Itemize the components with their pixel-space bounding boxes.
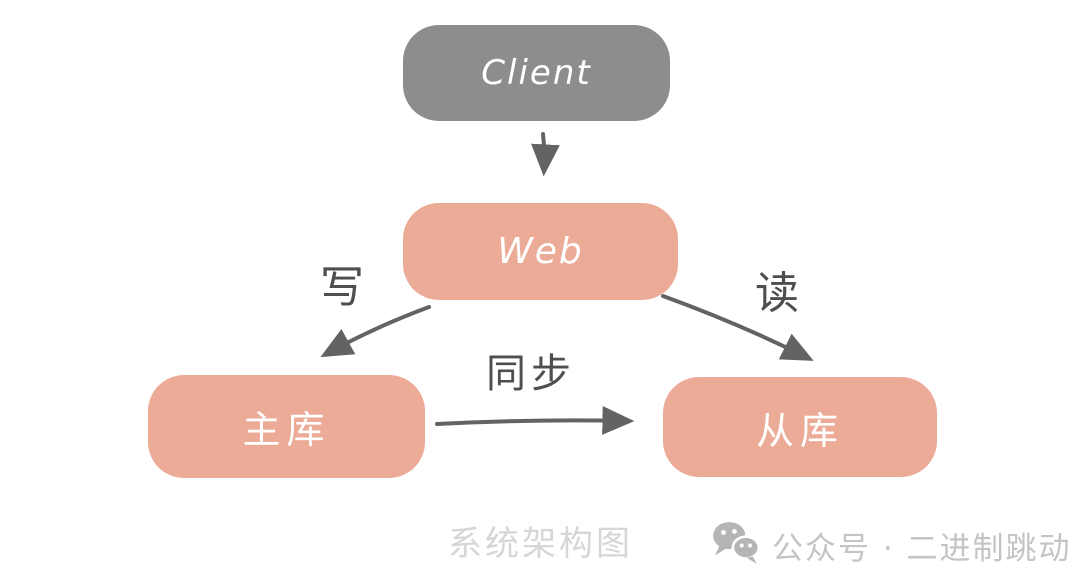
node-client: Client [403, 25, 670, 121]
edge-label-sync: 同步 [486, 351, 576, 397]
node-master-db: 主库 [148, 375, 425, 478]
edge-client-web [531, 132, 560, 177]
node-web-label: Web [497, 231, 584, 272]
edge-web-master [320, 305, 431, 358]
footer-brand: 公众号 · 二进制跳动 [710, 519, 1072, 571]
node-slave-db-label: 从库 [755, 408, 844, 453]
diagram-caption: 系统架构图 [448, 524, 633, 564]
node-slave-db: 从库 [663, 377, 937, 477]
wechat-icon [710, 519, 762, 571]
edge-label-write: 写 [320, 262, 364, 313]
node-client-label: Client [481, 53, 592, 93]
edge-label-read: 读 [755, 268, 799, 319]
node-web: Web [403, 203, 678, 300]
footer-account-text: 公众号 · 二进制跳动 [772, 530, 1072, 567]
edge-master-slave [435, 406, 635, 435]
node-master-db-label: 主库 [242, 408, 331, 452]
